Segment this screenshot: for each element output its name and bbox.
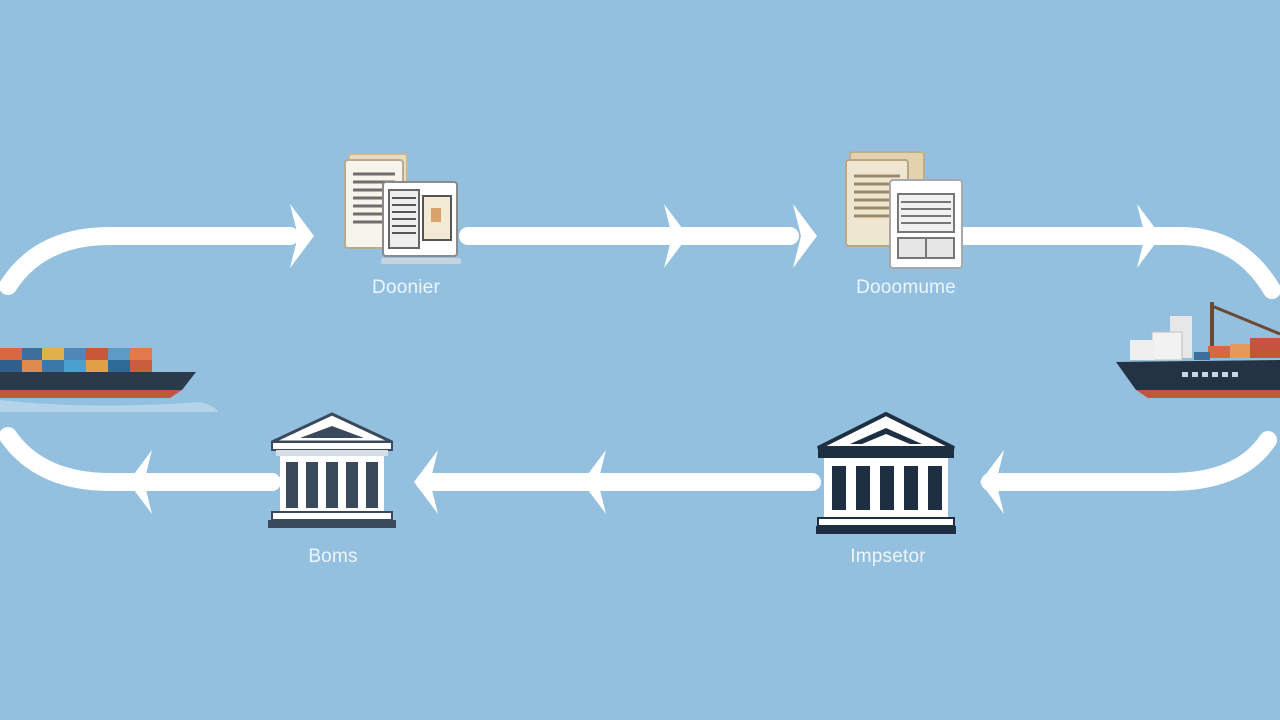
arrowhead-left-2 xyxy=(582,450,606,514)
top-right-curve-arrow xyxy=(956,227,1280,299)
documents-icon xyxy=(344,153,461,264)
top-left-curve-arrow xyxy=(0,227,299,295)
arrowhead-left-1 xyxy=(980,450,1004,514)
cargo-ship-icon xyxy=(0,348,218,412)
bank-label-1: Boms xyxy=(308,546,358,567)
cargo-ship-icon xyxy=(1116,302,1280,398)
bank-label-2: Impsetor xyxy=(850,546,926,567)
bottom-flow xyxy=(0,427,1277,491)
bottom-arrowheads xyxy=(128,450,1004,514)
arrowhead-left-4 xyxy=(128,450,152,514)
arrowhead-right-3 xyxy=(793,204,817,268)
top-flow xyxy=(0,227,1280,299)
bank-icon xyxy=(816,411,956,534)
arrowhead-right-2 xyxy=(664,204,688,268)
bottom-right-curve-line xyxy=(981,431,1277,491)
document-label-2: Dooomume xyxy=(856,277,956,298)
document-label-1: Doonier xyxy=(372,277,440,298)
documents-icon xyxy=(845,151,963,269)
arrowhead-right-1 xyxy=(290,204,314,268)
arrowhead-left-3 xyxy=(414,450,438,514)
arrowhead-right-4 xyxy=(1137,204,1161,268)
bank-icon xyxy=(268,412,396,528)
top-arrowheads xyxy=(290,204,1161,268)
bottom-left-curve-line xyxy=(0,427,281,491)
